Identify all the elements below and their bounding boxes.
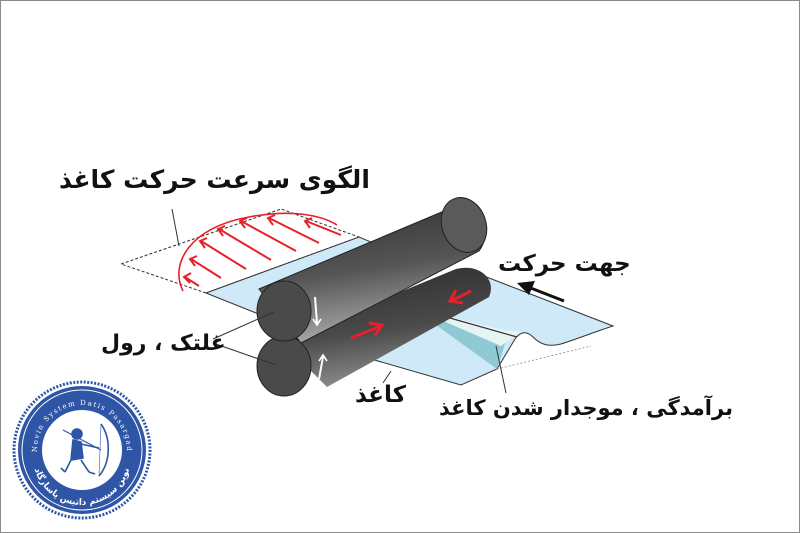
direction-label: جهت حرکت	[498, 251, 631, 277]
velocity-profile-label: الگوی سرعت حرکت کاغذ	[59, 165, 370, 194]
velocity-plane	[119, 208, 361, 294]
paper-motion-arrows	[350, 289, 472, 340]
roller-pointers	[212, 311, 277, 366]
roller-label: غلتک ، رول	[101, 331, 226, 356]
company-seal-logo: Novin System Datis Pasargad نوین سیستم د…	[12, 380, 152, 520]
direction-arrow	[517, 281, 565, 303]
paper-label: کاغذ	[355, 382, 407, 408]
wrinkle-label: برآمدگی ، موجدار شدن کاغذ	[439, 396, 733, 420]
top-roller	[256, 197, 488, 344]
archer-icon	[60, 423, 110, 477]
